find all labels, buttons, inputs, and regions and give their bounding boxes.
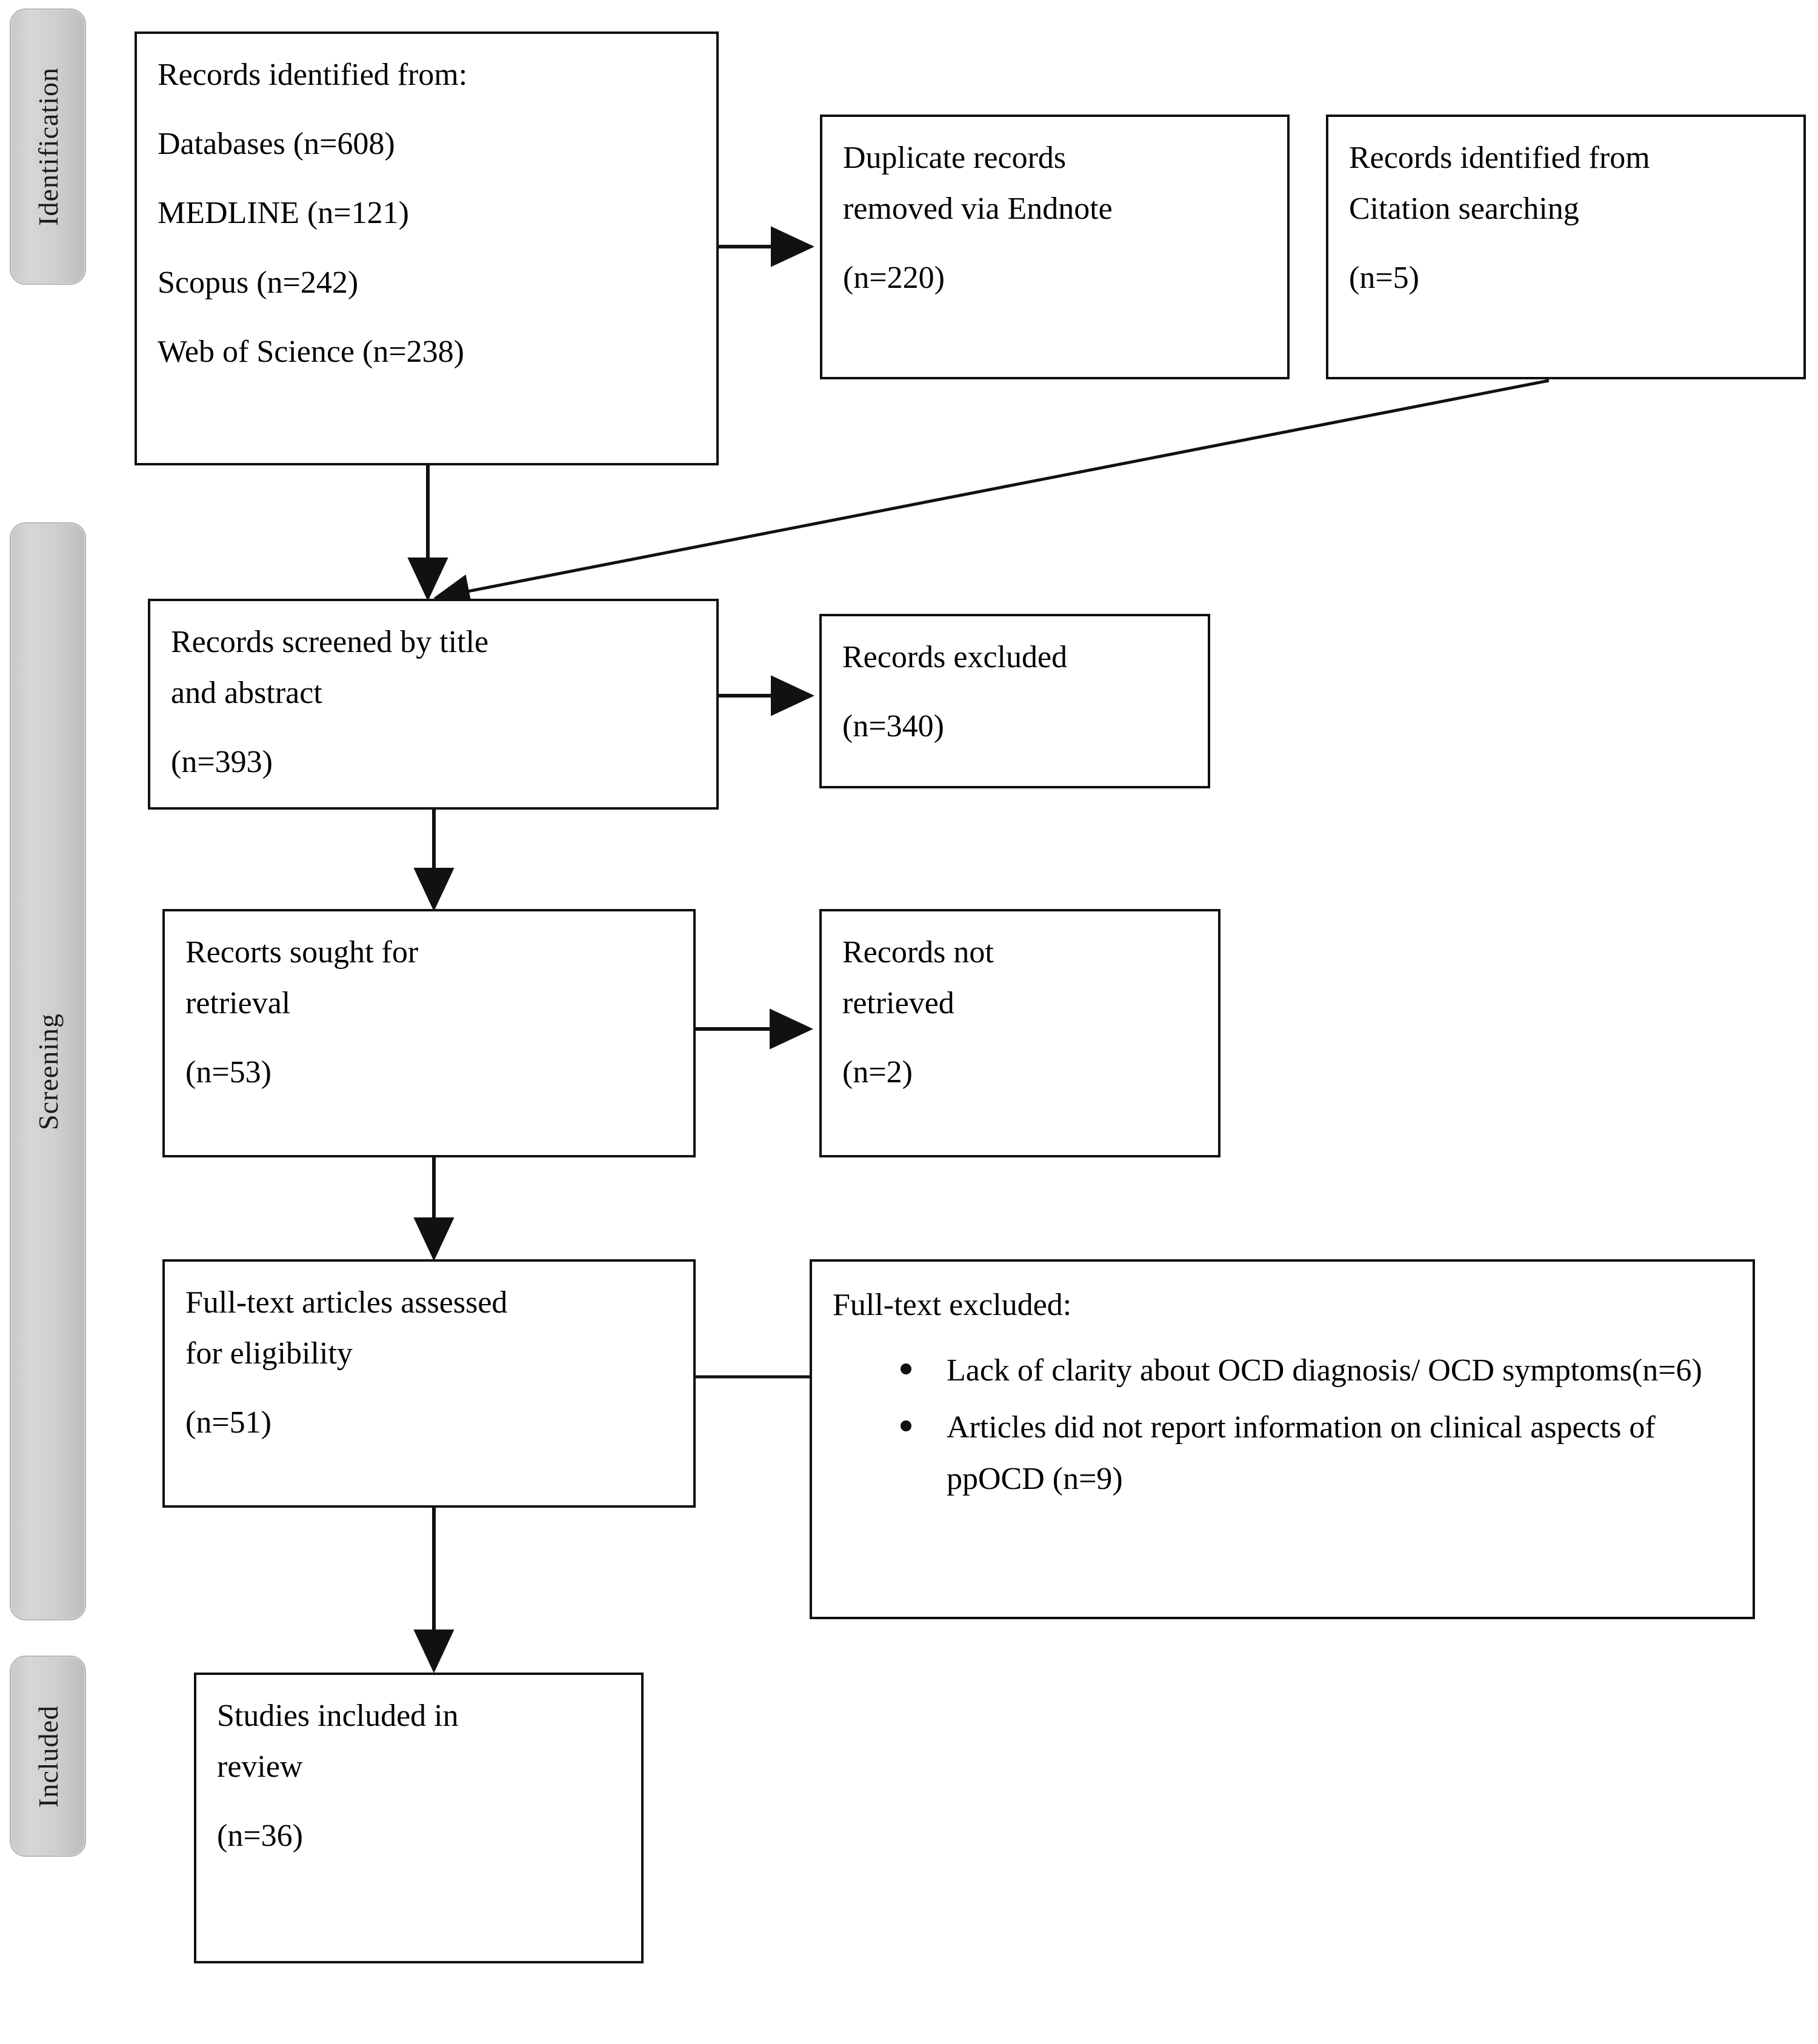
node-studies-included: Studies included in review (n=36): [194, 1673, 644, 1963]
citation-searching-line-2: Citation searching: [1349, 191, 1579, 227]
records-not-retrieved-count: (n=2): [842, 1055, 913, 1090]
node-duplicates-removed: Duplicate records removed via Endnote (n…: [820, 115, 1290, 379]
fulltext-assessed-line-1: Full-text articles assessed: [185, 1285, 508, 1320]
fulltext-excluded-reason-list: Lack of clarity about OCD diagnosis/ OCD…: [833, 1345, 1732, 1505]
records-excluded-line-1: Records excluded: [842, 640, 1068, 674]
fulltext-excluded-heading: Full-text excluded:: [833, 1288, 1072, 1322]
records-not-retrieved-line-1: Records not: [842, 935, 994, 970]
list-item: Lack of clarity about OCD diagnosis/ OCD…: [901, 1345, 1732, 1396]
node-citation-searching: Records identified from Citation searchi…: [1326, 115, 1806, 379]
node-records-sought: Recorts sought for retrieval (n=53): [162, 909, 696, 1157]
node-fulltext-assessed: Full-text articles assessed for eligibil…: [162, 1259, 696, 1508]
records-not-retrieved-line-2: retrieved: [842, 986, 954, 1021]
node-fulltext-excluded: Full-text excluded: Lack of clarity abou…: [810, 1259, 1755, 1619]
phase-tab-included: Included: [10, 1656, 86, 1857]
records-identified-medline: MEDLINE (n=121): [158, 196, 409, 231]
records-identified-title: Records identified from:: [158, 58, 468, 92]
phase-tab-identification: Identification: [10, 8, 86, 285]
fulltext-assessed-count: (n=51): [185, 1405, 271, 1440]
edge-citation-to-screened: [433, 379, 1550, 608]
node-records-identified: Records identified from: Databases (n=60…: [135, 32, 719, 465]
records-excluded-count: (n=340): [842, 709, 944, 744]
records-sought-line-1: Recorts sought for: [185, 935, 419, 970]
duplicates-removed-line-1: Duplicate records: [843, 141, 1067, 175]
list-item: Articles did not report information on c…: [901, 1402, 1732, 1504]
studies-included-line-2: review: [217, 1749, 303, 1785]
node-records-excluded: Records excluded (n=340): [819, 614, 1210, 788]
citation-searching-line-1: Records identified from: [1349, 141, 1650, 175]
records-identified-databases: Databases (n=608): [158, 127, 395, 162]
records-sought-line-2: retrieval: [185, 986, 291, 1021]
citation-searching-count: (n=5): [1349, 261, 1419, 296]
studies-included-line-1: Studies included in: [217, 1699, 459, 1733]
records-screened-line-1: Records screened by title: [171, 625, 489, 659]
records-screened-line-2: and abstract: [171, 676, 322, 711]
records-identified-scopus: Scopus (n=242): [158, 265, 359, 300]
duplicates-removed-count: (n=220): [843, 261, 945, 296]
duplicates-removed-line-2: removed via Endnote: [843, 191, 1113, 227]
records-screened-count: (n=393): [171, 745, 273, 780]
node-records-screened: Records screened by title and abstract (…: [148, 599, 719, 810]
fulltext-assessed-line-2: for eligibility: [185, 1336, 353, 1371]
studies-included-count: (n=36): [217, 1819, 303, 1854]
records-sought-count: (n=53): [185, 1055, 271, 1090]
phase-tab-screening: Screening: [10, 522, 86, 1620]
node-records-not-retrieved: Records not retrieved (n=2): [819, 909, 1220, 1157]
records-identified-wos: Web of Science (n=238): [158, 334, 464, 369]
